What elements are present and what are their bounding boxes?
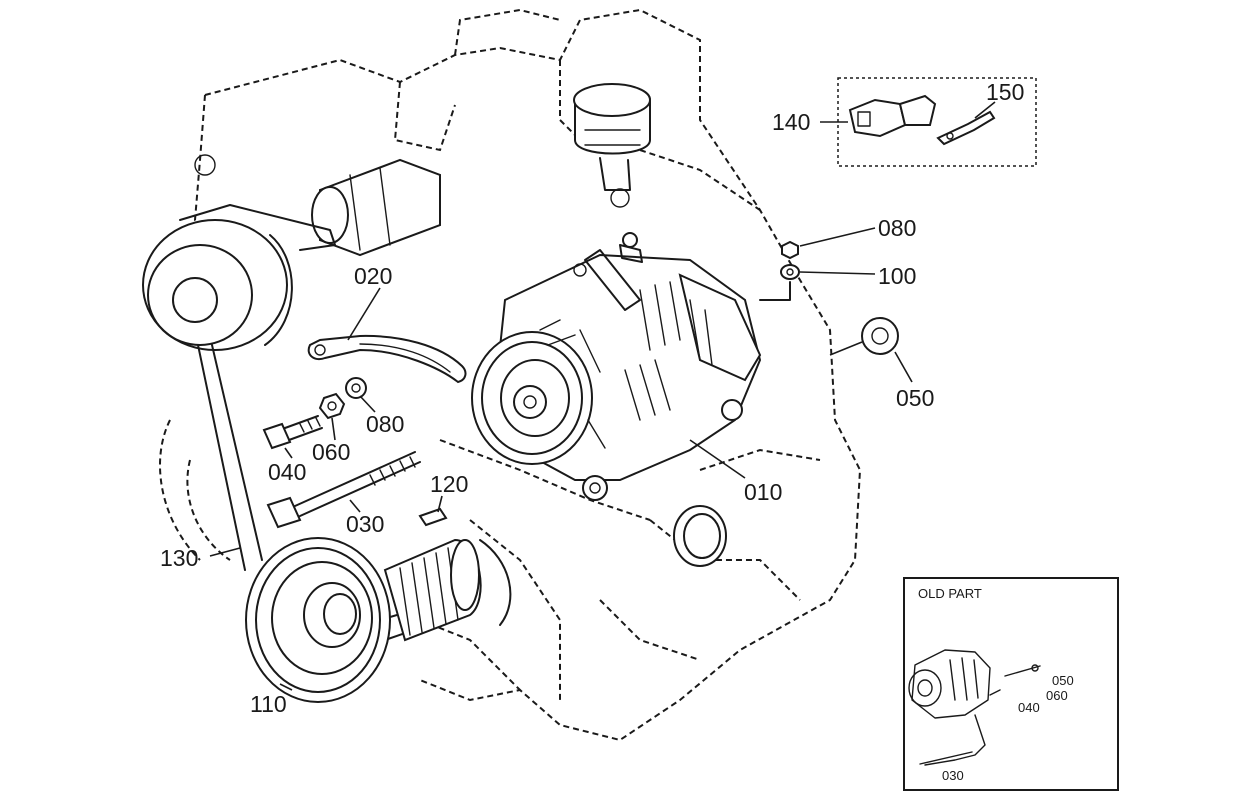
callout-080-upper: 080	[878, 215, 916, 241]
callout-120: 120	[430, 471, 468, 497]
adjusting-bracket	[307, 334, 467, 384]
washer	[345, 377, 367, 399]
callout-020: 020	[354, 263, 392, 289]
nut-upper	[781, 240, 799, 260]
callout-050: 050	[896, 385, 934, 411]
water-outlet	[573, 83, 651, 191]
callout-030: 030	[346, 511, 384, 537]
alternator	[471, 232, 762, 501]
lock-washer	[759, 264, 800, 301]
crank-pulley	[245, 537, 512, 703]
callout-010: 010	[744, 479, 782, 505]
plug	[673, 505, 727, 567]
nut	[318, 392, 346, 420]
callout-150: 150	[986, 79, 1024, 105]
inset-title: OLD PART	[918, 586, 982, 601]
inset-callout-040: 040	[1018, 700, 1040, 715]
short-bolt	[262, 415, 323, 450]
callout-080-lower: 080	[366, 411, 404, 437]
key	[418, 507, 448, 527]
callout-140: 140	[772, 109, 810, 135]
callout-060: 060	[312, 439, 350, 465]
inset-callout-060: 060	[1046, 688, 1068, 703]
callout-040: 040	[268, 459, 306, 485]
fan-pulley	[142, 158, 441, 351]
collar	[829, 317, 899, 356]
callout-130: 130	[160, 545, 198, 571]
callout-110: 110	[250, 691, 287, 717]
bolt-hole	[194, 154, 216, 176]
old-part-inset: OLD PART 050 060 040 030	[903, 577, 1119, 791]
inset-callout-030: 030	[942, 768, 964, 783]
callout-100: 100	[878, 263, 916, 289]
inset-callout-050: 050	[1052, 673, 1074, 688]
long-bolt	[266, 451, 421, 529]
callout-labels: 140 150 080 100 020 050 080 060 040 010 …	[160, 79, 1024, 717]
bolt-hole	[610, 188, 630, 208]
leader-lines	[209, 101, 996, 691]
